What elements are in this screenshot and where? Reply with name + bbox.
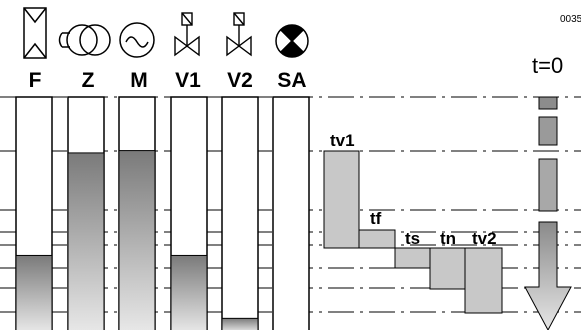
step-label-tf: tf [370,209,382,228]
step-label-tn: tn [440,229,456,248]
column-frame-sa [272,96,310,330]
step-label-tv1: tv1 [330,131,355,150]
column-label-v1: V1 [175,69,201,92]
column-fill-v2 [221,317,259,330]
column-fill-v1 [170,254,208,330]
column-label-v2: V2 [227,69,253,92]
step-tv2 [464,247,503,314]
step-tv1 [323,150,360,249]
step-ts [394,247,431,269]
transformer-icon [58,24,111,56]
step-tn [429,247,466,290]
step-label-ts: ts [405,229,420,248]
motor-icon [119,22,155,58]
actuator-disc-icon [275,24,309,58]
diagram-code: 00351 [560,14,581,25]
timing-staircase [323,150,503,314]
column-label-z: Z [82,69,95,92]
time-arrow [524,96,572,330]
time-label: t=0 [532,53,563,78]
valve-icon-v1 [174,12,200,57]
column-fill-z [67,152,105,330]
column-label-f: F [29,69,42,92]
column-bars [15,96,310,330]
column-fill-f [15,254,53,330]
step-label-tv2: tv2 [472,229,497,248]
filter-icon [23,7,47,59]
column-label-sa: SA [277,69,306,92]
column-frame-v2 [221,96,259,330]
step-tf [358,229,396,249]
column-label-m: M [130,69,148,92]
column-fill-m [118,150,156,330]
valve-icon-v2 [226,12,252,57]
